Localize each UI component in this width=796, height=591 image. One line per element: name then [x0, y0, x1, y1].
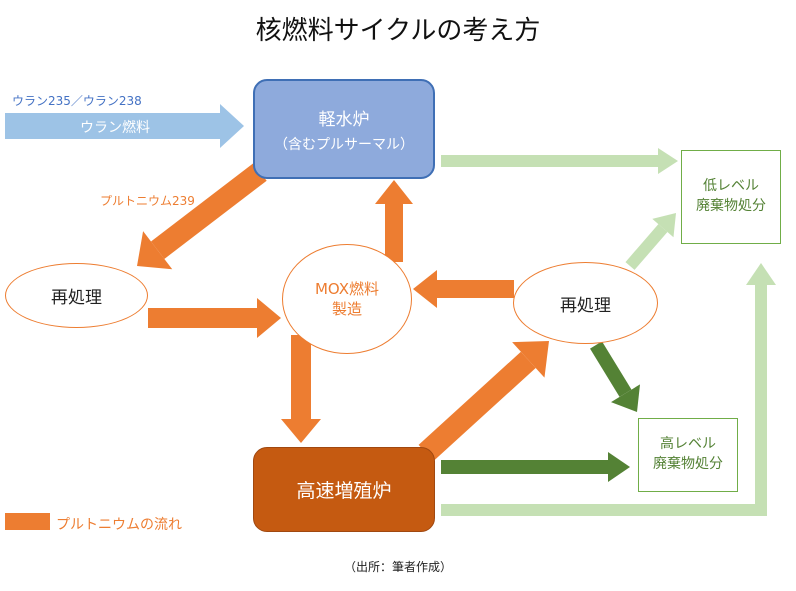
mox-to-lwr-arrow: [375, 180, 413, 262]
reprocessing-to-mox-right-arrow: [413, 270, 514, 308]
low-level-waste-node: 低レベル 廃棄物処分: [681, 150, 781, 244]
uranium-fuel-arrow: [5, 104, 244, 148]
legend-label: プルトニウムの流れ: [56, 517, 182, 533]
fbr-to-llw-arrow: [441, 263, 776, 516]
light-water-reactor-node: 軽水炉 （含むプルサーマル）: [253, 79, 435, 179]
source-note: （出所：筆者作成）: [343, 560, 452, 574]
lwr-to-reprocessing-arrow: [137, 163, 267, 270]
plutonium-239-label: プルトニウム239: [100, 194, 195, 208]
reprocessing-to-hlw-arrow: [590, 341, 641, 412]
reprocessing-to-llw-arrow: [625, 213, 676, 270]
fast-breeder-reactor-name: 高速増殖炉: [296, 480, 392, 502]
high-level-waste-line1: 高レベル: [660, 436, 716, 453]
reprocessing-to-mox-arrow: [148, 298, 281, 338]
uranium-types-label: ウラン235／ウラン238: [12, 94, 142, 108]
uranium-fuel-label: ウラン燃料: [80, 120, 150, 136]
legend-swatch: [5, 513, 50, 530]
high-level-waste-node: 高レベル 廃棄物処分: [638, 418, 738, 492]
fbr-to-reprocessing-arrow: [418, 341, 549, 462]
mox-fabrication-line1: MOX燃料: [314, 279, 380, 298]
low-level-waste-line2: 廃棄物処分: [696, 198, 766, 214]
page-title: 核燃料サイクルの考え方: [255, 16, 541, 46]
mox-fabrication-line2: 製造: [331, 300, 362, 318]
high-level-waste-line2: 廃棄物処分: [653, 456, 723, 472]
low-level-waste-line1: 低レベル: [703, 178, 759, 195]
fast-breeder-reactor-node: 高速増殖炉: [253, 447, 435, 532]
mox-fabrication-node: MOX燃料 製造: [282, 244, 412, 354]
reprocessing-right-name: 再処理: [560, 295, 611, 316]
lwr-to-llw-arrow: [441, 148, 678, 174]
light-water-reactor-sub: （含むプルサーマル）: [274, 136, 414, 153]
reprocessing-left-node: 再処理: [5, 263, 148, 328]
reprocessing-right-node: 再処理: [513, 262, 658, 344]
fbr-to-hlw-arrow: [441, 452, 630, 482]
reprocessing-left-name: 再処理: [51, 288, 102, 308]
mox-to-fbr-arrow: [281, 335, 321, 443]
light-water-reactor-name: 軽水炉: [318, 109, 370, 130]
